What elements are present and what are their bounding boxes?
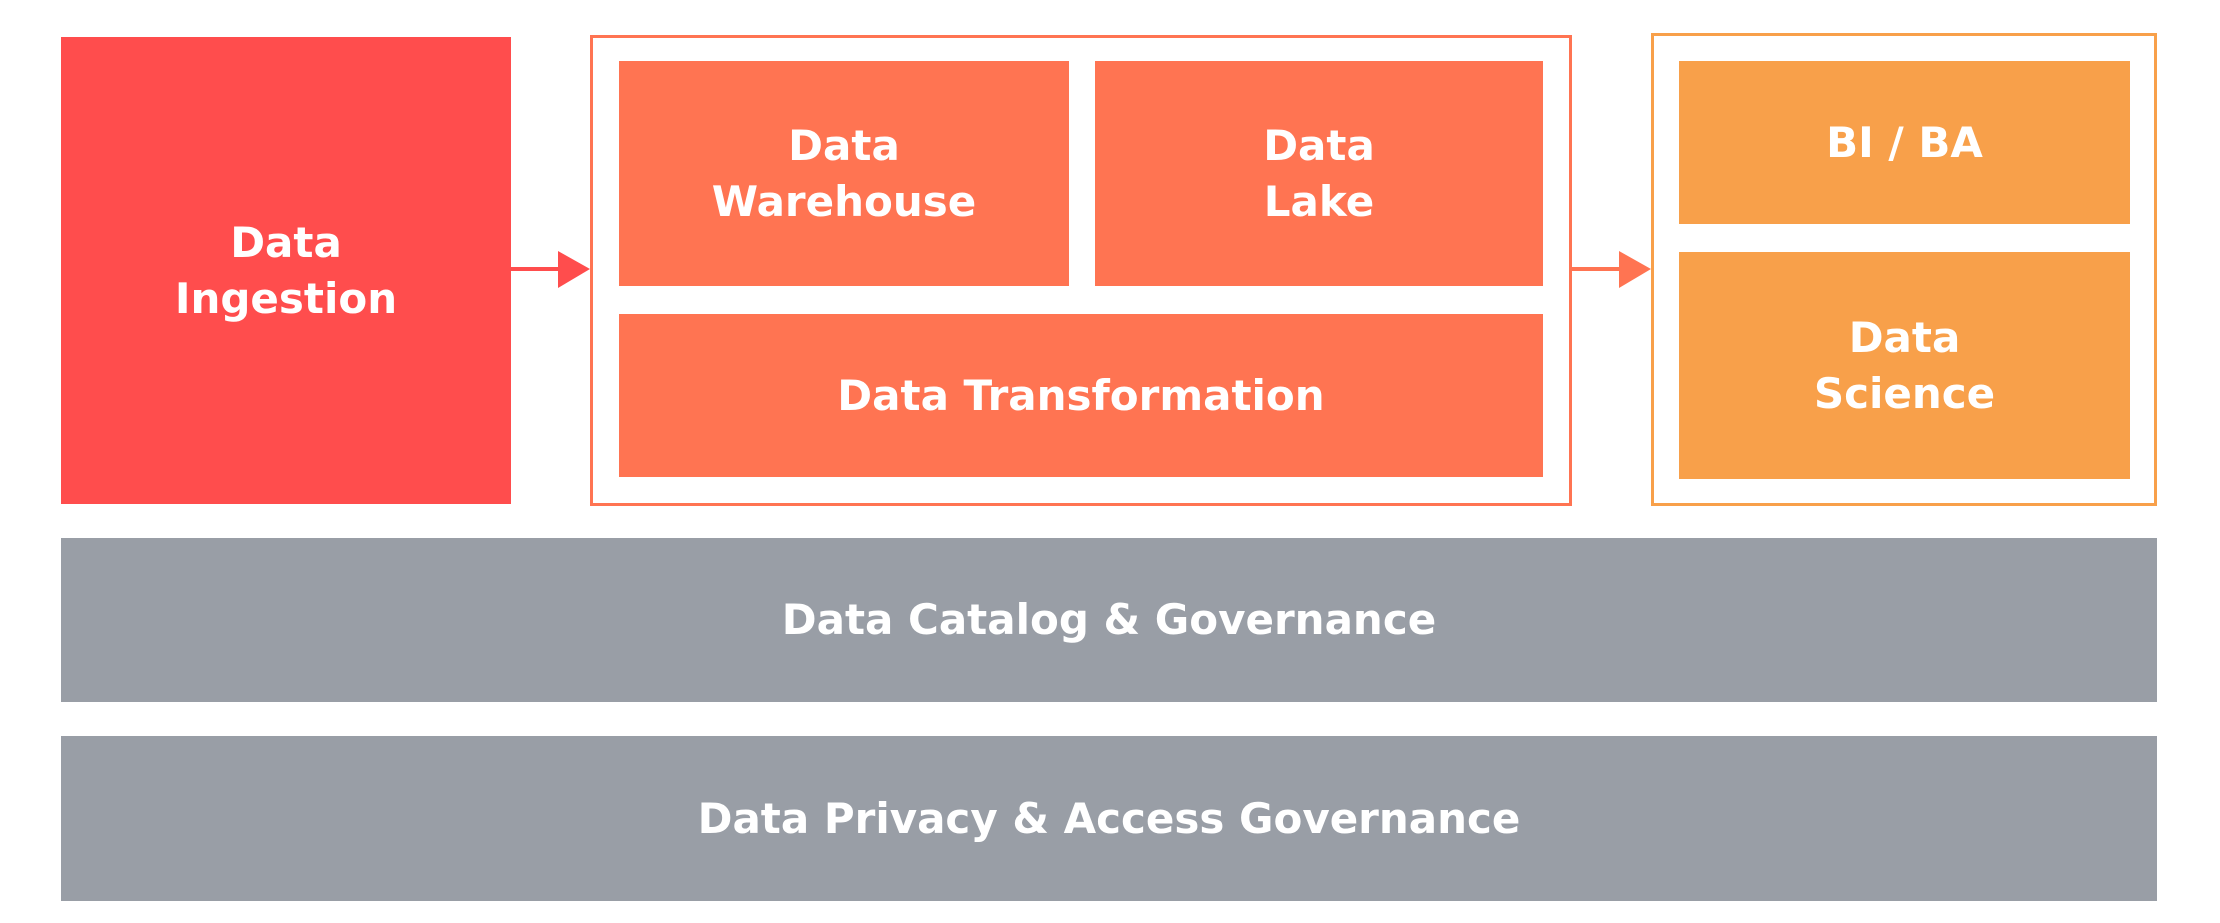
data-transformation-block: Data Transformation <box>619 314 1543 477</box>
arrow-right-icon <box>1572 251 1651 288</box>
data-warehouse-block: Data Warehouse <box>619 61 1069 286</box>
data-science-block: Data Science <box>1679 252 2130 479</box>
data-ingestion-block: Data Ingestion <box>61 37 511 504</box>
data-lake-block: Data Lake <box>1095 61 1543 286</box>
storage-group-frame <box>590 35 1572 506</box>
arrow-right-icon <box>511 251 590 288</box>
data-catalog-governance-block: Data Catalog & Governance <box>61 538 2157 702</box>
bi-ba-block: BI / BA <box>1679 61 2130 224</box>
data-privacy-access-governance-block: Data Privacy & Access Governance <box>61 736 2157 901</box>
consumption-group-frame <box>1651 33 2157 506</box>
